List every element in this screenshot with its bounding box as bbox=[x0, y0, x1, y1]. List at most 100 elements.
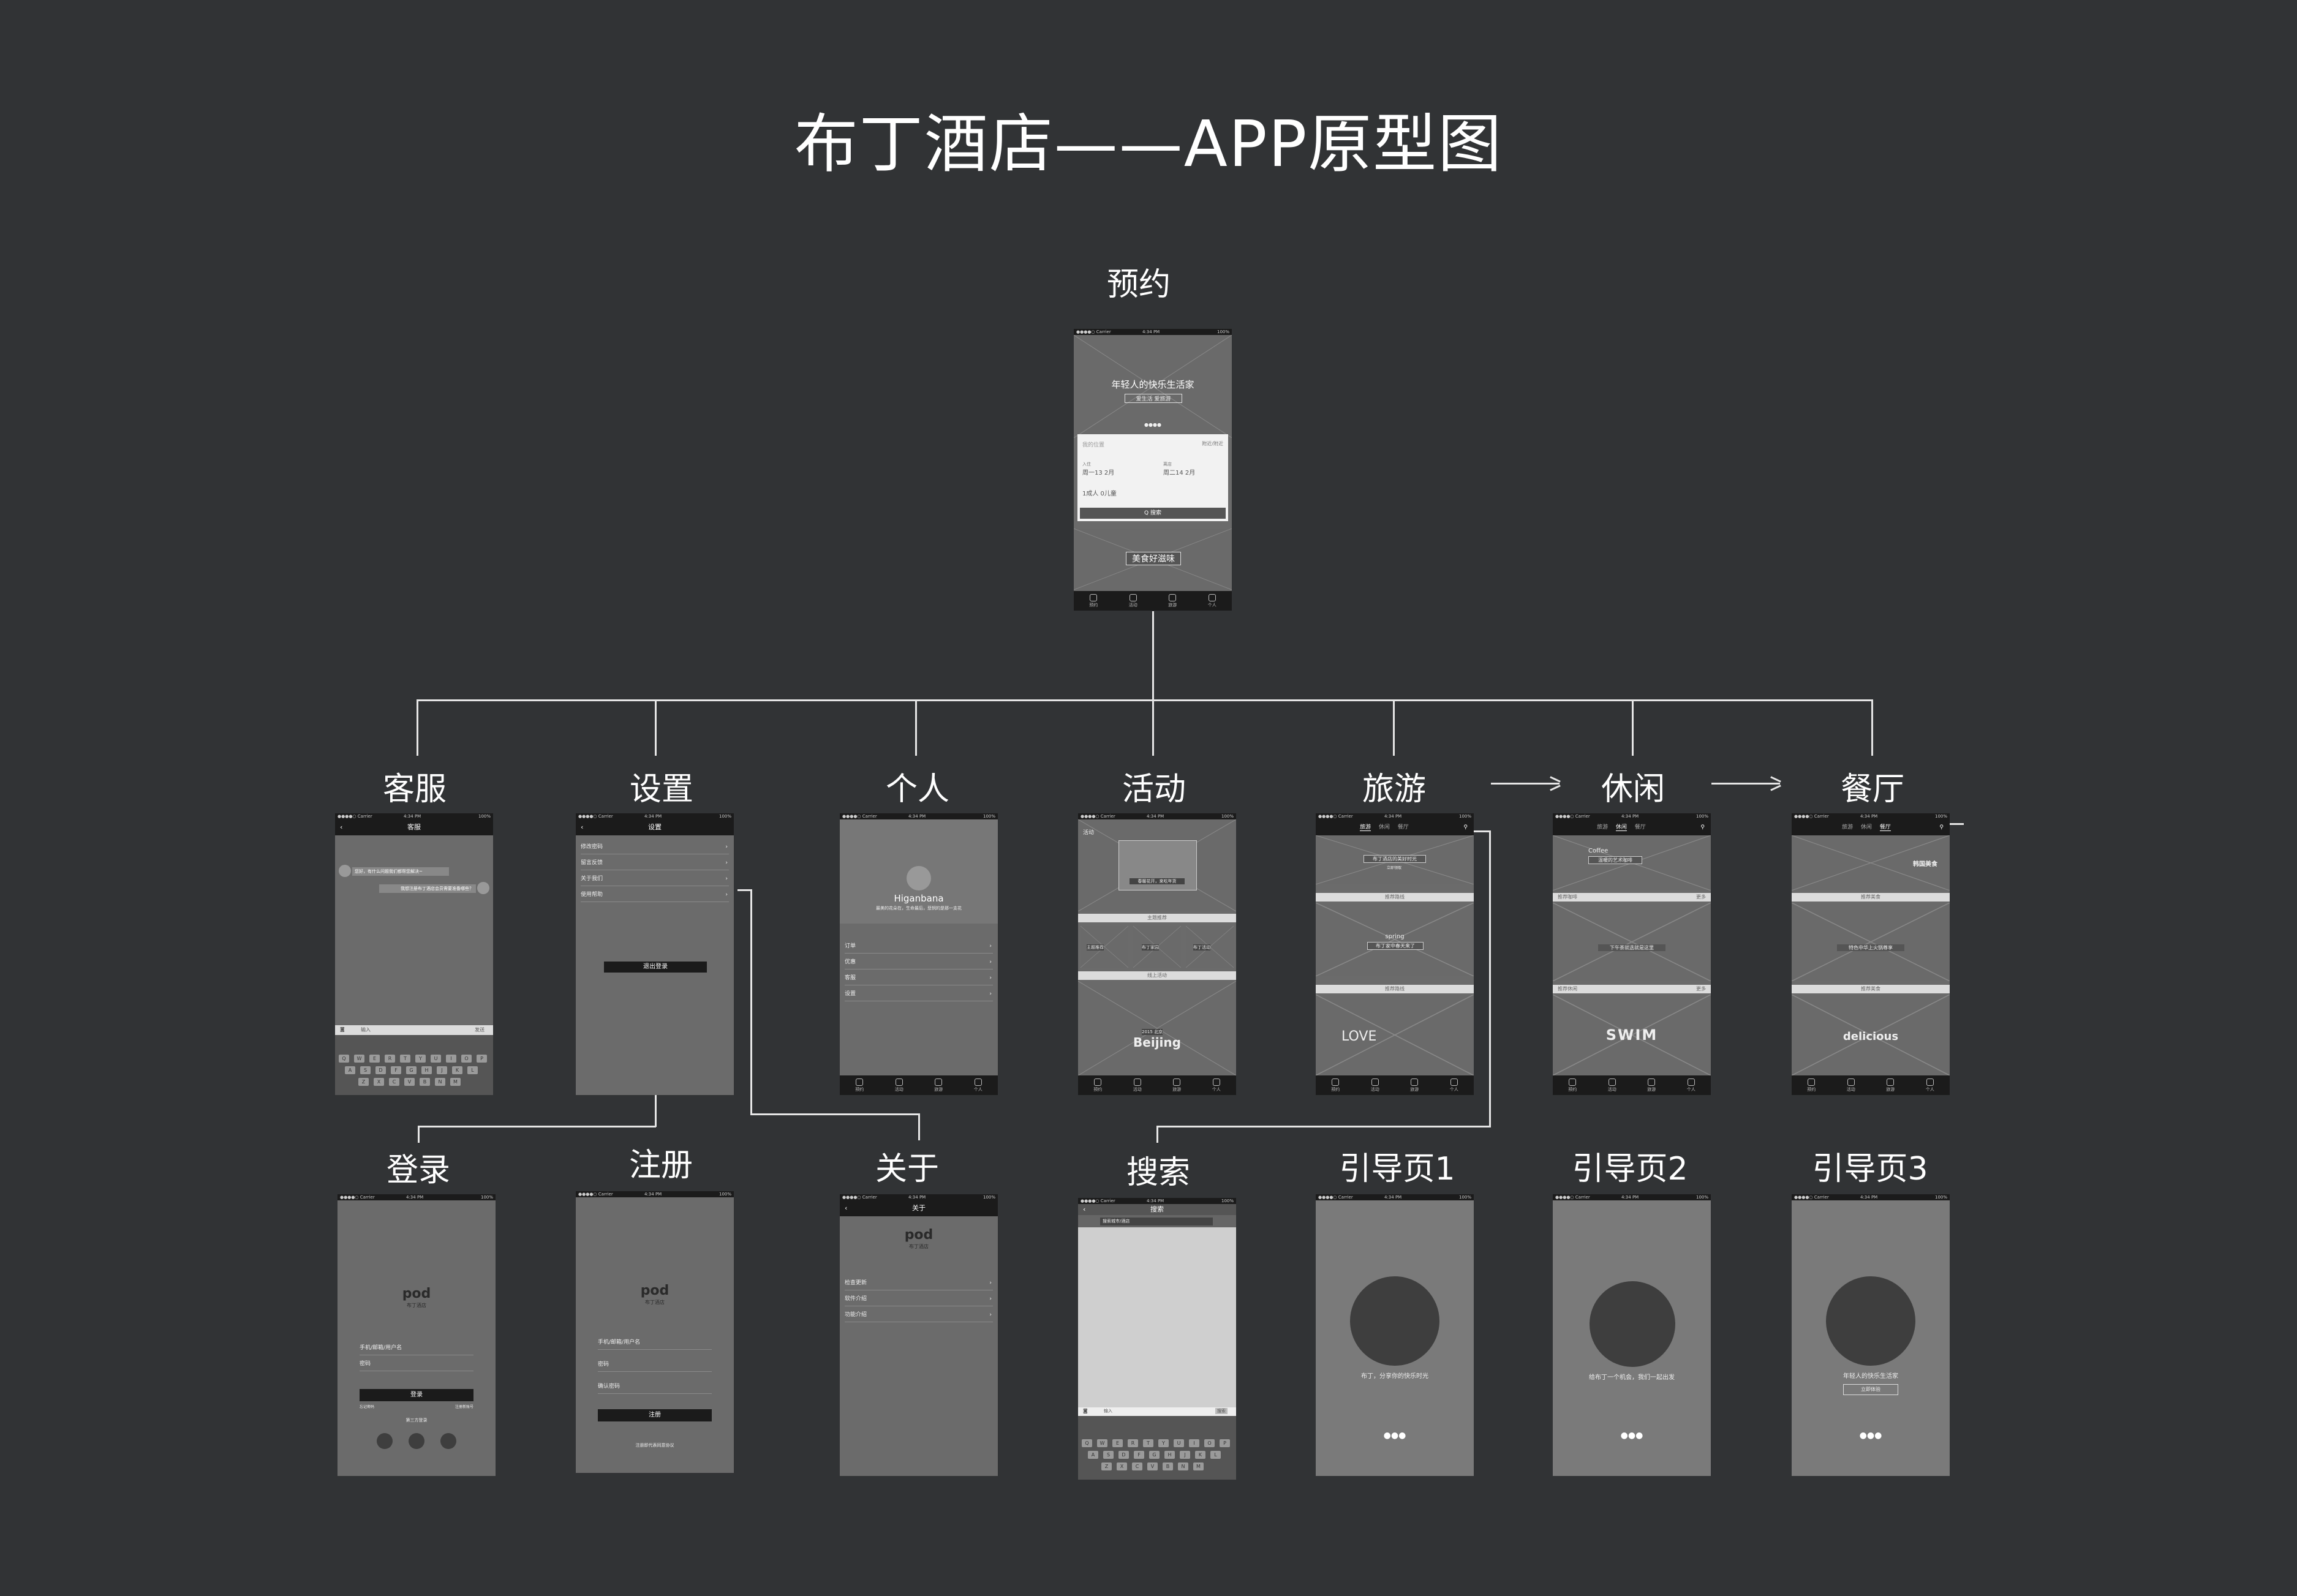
tab-yuyue[interactable]: 预约 bbox=[1553, 1075, 1593, 1095]
profile-item[interactable]: 订单› bbox=[845, 939, 993, 954]
tab-travel[interactable]: 旅游 bbox=[1597, 824, 1609, 830]
key-g[interactable]: G bbox=[1149, 1451, 1160, 1459]
key-d[interactable]: D bbox=[1118, 1451, 1129, 1459]
search-field[interactable]: 输入 bbox=[1104, 1409, 1112, 1413]
tab-lvyou[interactable]: 旅游 bbox=[1395, 1075, 1435, 1095]
tab-lvyou[interactable]: 旅游 bbox=[1871, 1075, 1910, 1095]
key-j[interactable]: J bbox=[437, 1066, 447, 1074]
key-c[interactable]: C bbox=[1132, 1462, 1142, 1470]
tab-leisure[interactable]: 休闲 bbox=[1615, 824, 1627, 831]
key-k[interactable]: K bbox=[1195, 1451, 1205, 1459]
about-item[interactable]: 功能介绍› bbox=[845, 1308, 993, 1322]
search-icon[interactable]: ⚲ bbox=[1939, 824, 1944, 830]
key-r[interactable]: R bbox=[385, 1055, 395, 1063]
key-m[interactable]: M bbox=[1193, 1462, 1204, 1470]
start-button[interactable]: 立即体验 bbox=[1843, 1384, 1898, 1395]
settings-item[interactable]: 使用帮助› bbox=[581, 888, 729, 902]
key-x[interactable]: X bbox=[374, 1078, 384, 1086]
key-n[interactable]: N bbox=[1178, 1462, 1188, 1470]
tab-yuyue[interactable]: 预约 bbox=[1074, 591, 1114, 611]
settings-item[interactable]: 修改密码› bbox=[581, 840, 729, 854]
tab-travel[interactable]: 旅游 bbox=[1842, 824, 1854, 830]
key-l[interactable]: L bbox=[1210, 1451, 1221, 1459]
key-p[interactable]: P bbox=[1220, 1439, 1230, 1447]
key-v[interactable]: V bbox=[1147, 1462, 1158, 1470]
confirm-password-field[interactable]: 确认密码 bbox=[598, 1380, 712, 1394]
tab-yuyue[interactable]: 预约 bbox=[1078, 1075, 1118, 1095]
search-button[interactable]: Q 搜索 bbox=[1080, 508, 1226, 519]
tab-lvyou[interactable]: 旅游 bbox=[919, 1075, 959, 1095]
tab-geren[interactable]: 个人 bbox=[1672, 1075, 1711, 1095]
key-k[interactable]: K bbox=[452, 1066, 462, 1074]
logout-button[interactable]: 退出登录 bbox=[604, 962, 707, 973]
profile-item[interactable]: 优惠› bbox=[845, 955, 993, 969]
tab-huodong[interactable]: 活动 bbox=[1114, 591, 1153, 611]
key-q[interactable]: Q bbox=[339, 1055, 349, 1063]
tab-yuyue[interactable]: 预约 bbox=[1316, 1075, 1356, 1095]
key-t[interactable]: T bbox=[400, 1055, 410, 1063]
about-item[interactable]: 软件介绍› bbox=[845, 1292, 993, 1306]
key-a[interactable]: A bbox=[1088, 1451, 1098, 1459]
restaurant-card[interactable] bbox=[1792, 835, 1950, 890]
key-y[interactable]: Y bbox=[415, 1055, 426, 1063]
tab-huodong[interactable]: 活动 bbox=[1356, 1075, 1395, 1095]
key-b[interactable]: B bbox=[420, 1078, 430, 1086]
tab-geren[interactable]: 个人 bbox=[1193, 591, 1232, 611]
key-q[interactable]: Q bbox=[1082, 1439, 1092, 1447]
profile-item[interactable]: 设置› bbox=[845, 987, 993, 1001]
key-s[interactable]: S bbox=[1103, 1451, 1114, 1459]
key-w[interactable]: W bbox=[1097, 1439, 1107, 1447]
login-button[interactable]: 登录 bbox=[360, 1389, 473, 1401]
password-field[interactable]: 密码 bbox=[360, 1357, 473, 1371]
travel-card[interactable] bbox=[1316, 903, 1474, 976]
tab-restaurant[interactable]: 餐厅 bbox=[1634, 824, 1646, 830]
key-w[interactable]: W bbox=[354, 1055, 364, 1063]
register-link[interactable]: 注册新账号 bbox=[454, 1405, 473, 1409]
key-g[interactable]: G bbox=[406, 1066, 417, 1074]
tab-geren[interactable]: 个人 bbox=[1910, 1075, 1950, 1095]
profile-item[interactable]: 客服› bbox=[845, 971, 993, 985]
key-e[interactable]: E bbox=[1112, 1439, 1123, 1447]
key-i[interactable]: I bbox=[446, 1055, 456, 1063]
avatar[interactable] bbox=[907, 866, 931, 890]
register-button[interactable]: 注册 bbox=[598, 1409, 712, 1421]
key-y[interactable]: Y bbox=[1158, 1439, 1169, 1447]
key-m[interactable]: M bbox=[450, 1078, 461, 1086]
key-o[interactable]: O bbox=[1204, 1439, 1215, 1447]
search-submit-button[interactable]: 搜索 bbox=[1215, 1408, 1228, 1414]
back-icon[interactable]: ‹ bbox=[581, 823, 584, 831]
voice-icon[interactable]: ◙ bbox=[340, 1026, 345, 1032]
checkout-date[interactable]: 周二14 2月 bbox=[1163, 470, 1196, 476]
tab-geren[interactable]: 个人 bbox=[1435, 1075, 1474, 1095]
city-image[interactable] bbox=[1078, 981, 1236, 1075]
about-item[interactable]: 检查更新› bbox=[845, 1276, 993, 1290]
key-l[interactable]: L bbox=[467, 1066, 478, 1074]
key-t[interactable]: T bbox=[1143, 1439, 1153, 1447]
tab-leisure[interactable]: 休闲 bbox=[1860, 824, 1872, 830]
leisure-card[interactable] bbox=[1553, 903, 1711, 981]
key-h[interactable]: H bbox=[421, 1066, 432, 1074]
search-icon[interactable]: ⚲ bbox=[1463, 824, 1468, 830]
key-b[interactable]: B bbox=[1163, 1462, 1173, 1470]
forgot-link[interactable]: 忘记密码 bbox=[360, 1405, 375, 1409]
key-d[interactable]: D bbox=[375, 1066, 386, 1074]
key-c[interactable]: C bbox=[389, 1078, 399, 1086]
travel-card[interactable] bbox=[1316, 995, 1474, 1075]
key-v[interactable]: V bbox=[404, 1078, 415, 1086]
wechat-icon[interactable] bbox=[409, 1433, 424, 1449]
key-f[interactable]: F bbox=[1134, 1451, 1144, 1459]
checkin-date[interactable]: 周一13 2月 bbox=[1082, 470, 1115, 476]
key-f[interactable]: F bbox=[391, 1066, 401, 1074]
send-button[interactable]: 发送 bbox=[475, 1027, 485, 1033]
back-icon[interactable]: ‹ bbox=[845, 1204, 848, 1212]
back-icon[interactable]: ‹ bbox=[1083, 1205, 1086, 1213]
voice-icon[interactable]: ◙ bbox=[1083, 1408, 1088, 1413]
key-s[interactable]: S bbox=[360, 1066, 371, 1074]
key-e[interactable]: E bbox=[369, 1055, 380, 1063]
agree-text[interactable]: 注册即代表同意协议 bbox=[635, 1443, 674, 1448]
tab-restaurant[interactable]: 餐厅 bbox=[1879, 824, 1891, 831]
account-field[interactable]: 手机/邮箱/用户名 bbox=[360, 1341, 473, 1355]
key-j[interactable]: J bbox=[1180, 1451, 1190, 1459]
search-icon[interactable]: ⚲ bbox=[1700, 824, 1705, 830]
tab-lvyou[interactable]: 旅游 bbox=[1153, 591, 1193, 611]
